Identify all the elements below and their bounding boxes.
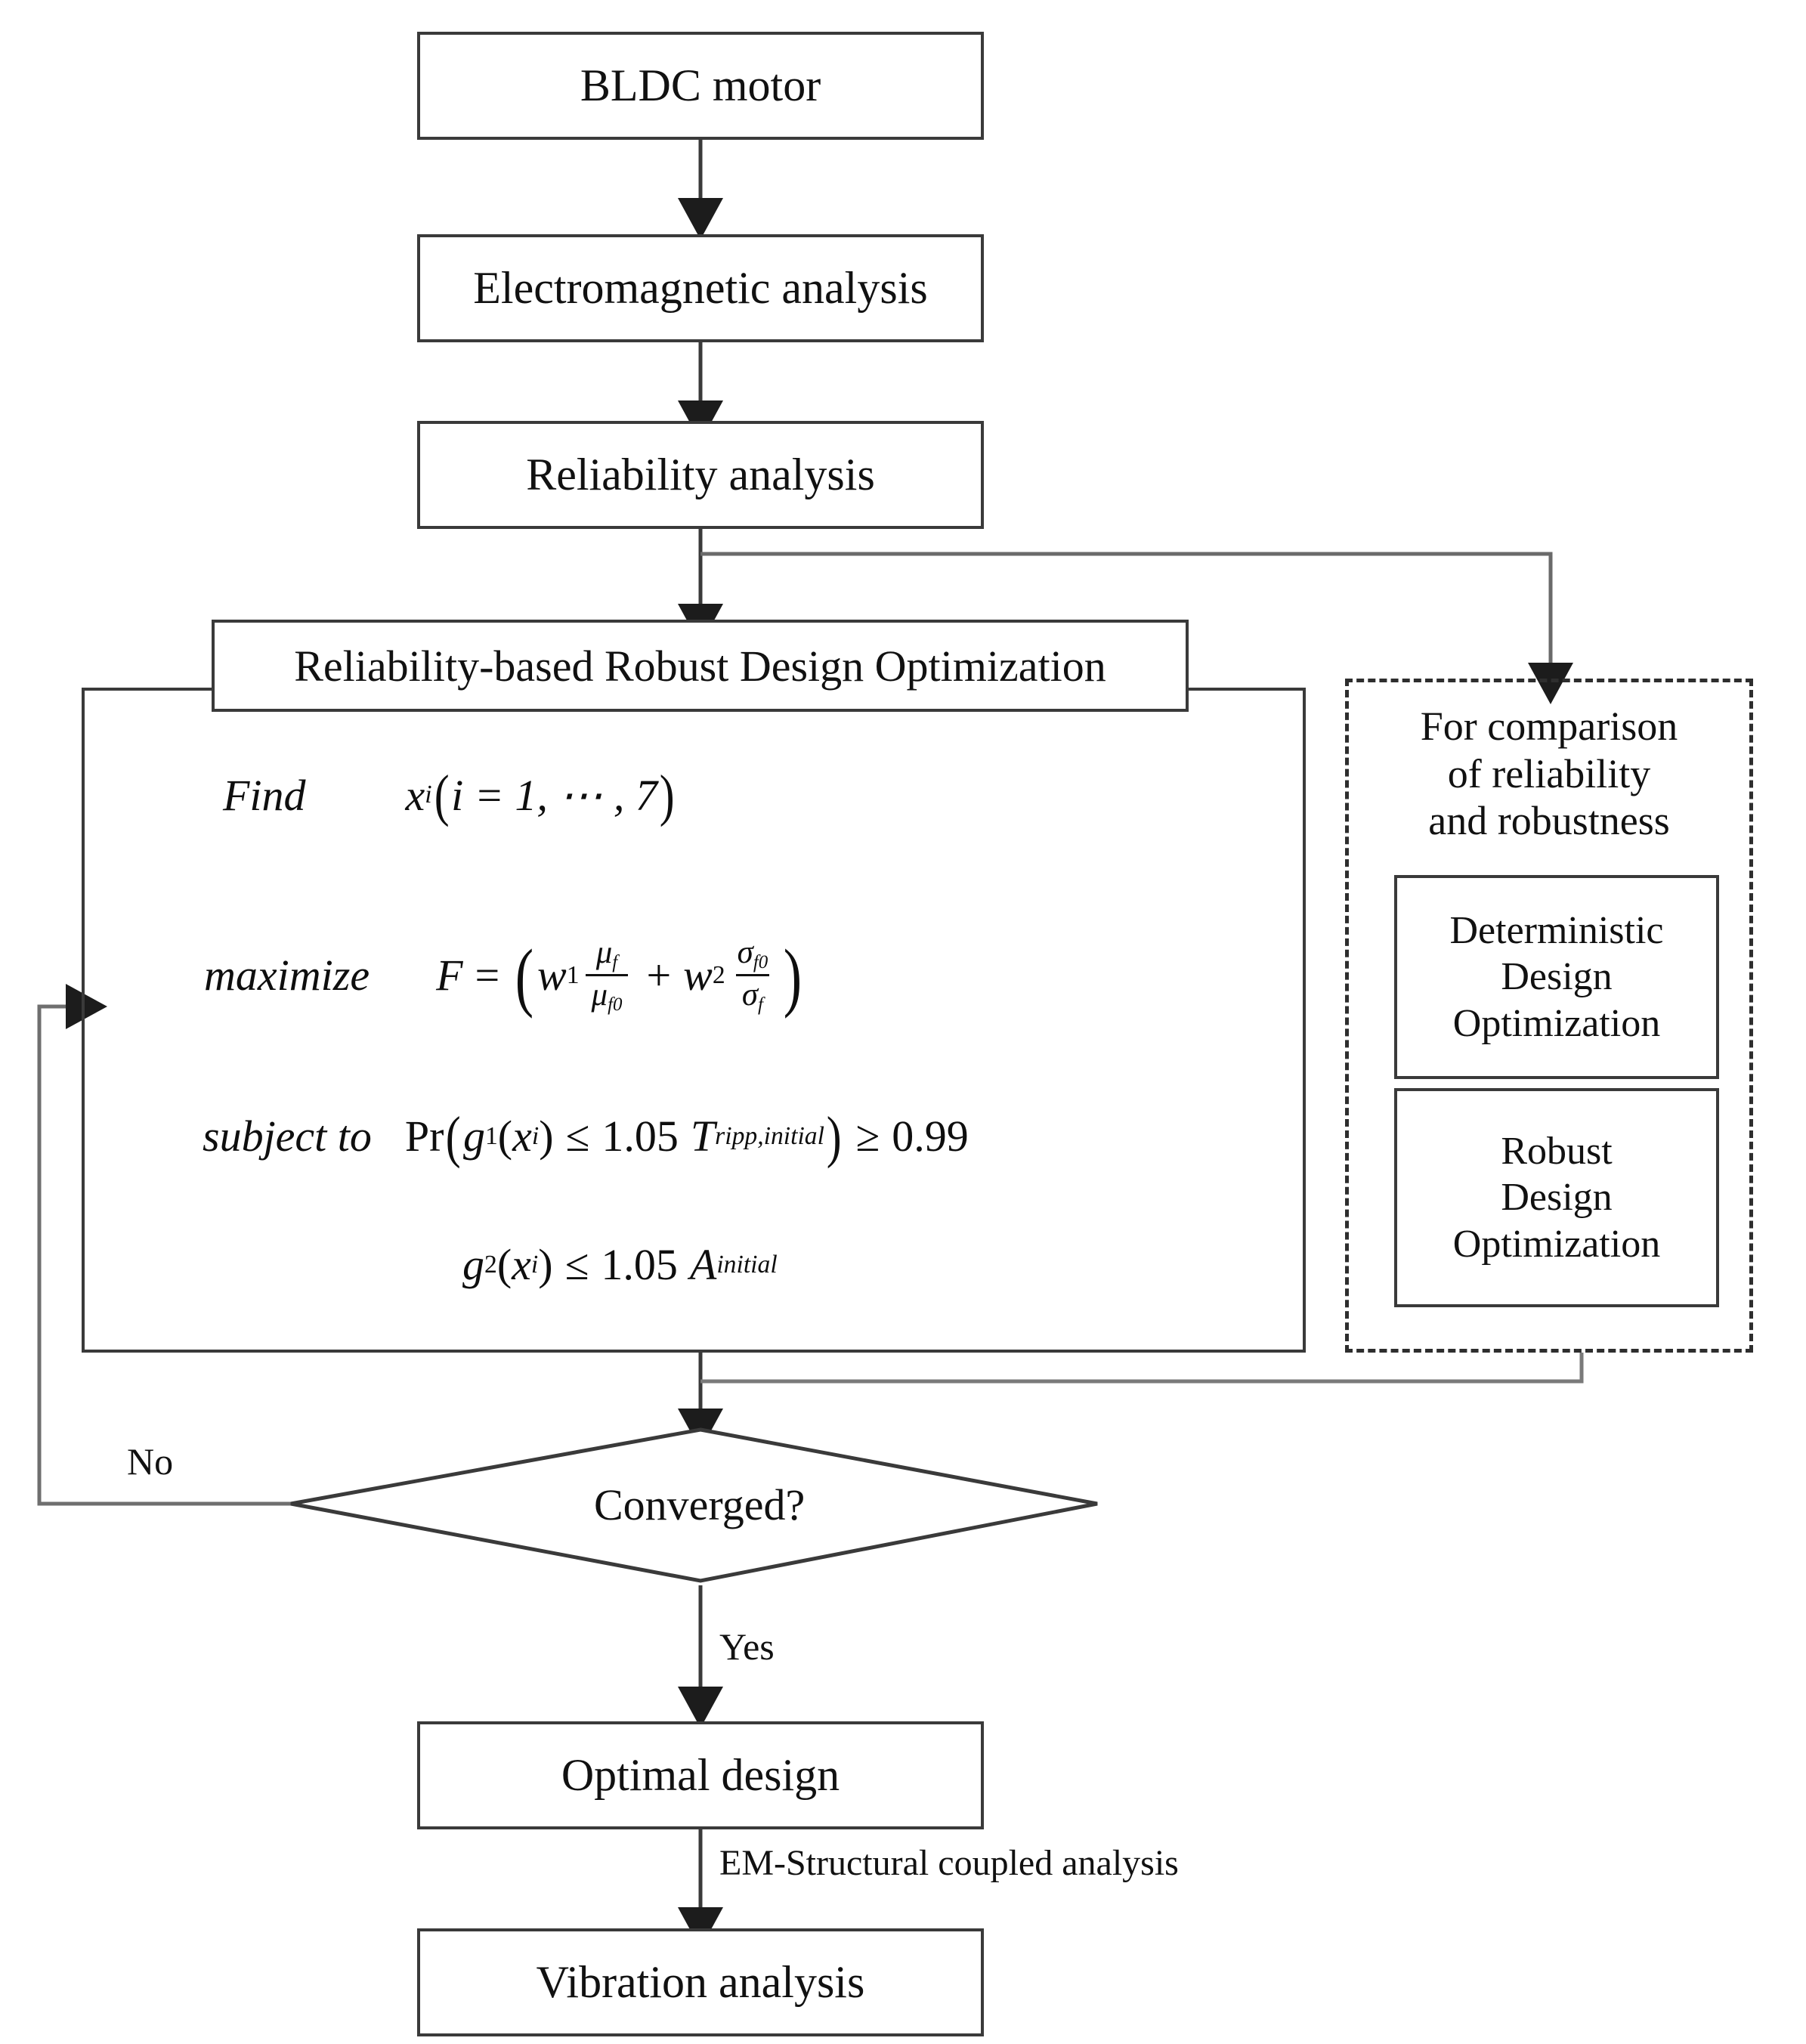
rbdo-find-paren-open: ( xyxy=(434,763,450,828)
edge-comparison-to-converged xyxy=(700,1353,1584,1384)
rbdo-area-limit: A xyxy=(689,1240,717,1289)
rbdo-g1-arg-sub: i xyxy=(531,1121,540,1150)
rdo-line-2: Design xyxy=(1501,1176,1613,1220)
rbdo-weight1: w xyxy=(537,951,567,1000)
ddo-line-3: Optimization xyxy=(1452,1001,1661,1045)
rbdo-sigma-f0-sub: f0 xyxy=(753,951,768,973)
rbdo-sigma-f0: σ xyxy=(737,935,753,970)
edge-label-no: No xyxy=(127,1440,174,1483)
rbdo-find-variable: x xyxy=(405,770,425,820)
node-robust-design-optimization[interactable]: Robust Design Optimization xyxy=(1394,1088,1719,1307)
rbdo-probability: 0.99 xyxy=(892,1112,969,1161)
rbdo-g1: g xyxy=(462,1112,485,1161)
ddo-line-2: Design xyxy=(1501,955,1613,999)
rbdo-sigma-ratio: σf0 σf xyxy=(731,935,775,1015)
node-converged-label: Converged? xyxy=(594,1480,806,1529)
rbdo-ge-operator: ≥ xyxy=(855,1112,880,1161)
node-reliability-analysis-label: Reliability analysis xyxy=(526,449,875,499)
rbdo-factor-2: 1.05 xyxy=(601,1240,678,1289)
node-rbdo-title[interactable]: Reliability-based Robust Design Optimiza… xyxy=(212,620,1189,712)
rbdo-subject-keyword: subject to xyxy=(203,1112,372,1161)
ddo-line-1: Deterministic xyxy=(1449,908,1664,952)
node-bldc-motor-label: BLDC motor xyxy=(580,60,821,110)
rbdo-pr-operator: Pr xyxy=(404,1112,444,1161)
rbdo-threshold: T xyxy=(690,1112,716,1161)
comparison-caption-line-2: of reliability xyxy=(1447,750,1651,796)
rbdo-maximize-equals: = xyxy=(475,951,500,1000)
edge-label-yes: Yes xyxy=(719,1625,775,1668)
rbdo-g2-arg-sub: i xyxy=(530,1250,539,1279)
rbdo-find-variable-sub: i xyxy=(425,781,432,809)
rbdo-objective-symbol: F xyxy=(436,951,463,1000)
rbdo-weight1-sub: 1 xyxy=(566,960,580,989)
rdo-line-3: Optimization xyxy=(1452,1222,1661,1266)
rbdo-le-operator-1: ≤ xyxy=(565,1112,590,1161)
node-electromagnetic-analysis-label: Electromagnetic analysis xyxy=(473,262,928,313)
pr-paren-close-icon: ) xyxy=(826,1104,842,1169)
comparison-caption: For comparison of reliability and robust… xyxy=(1360,703,1738,845)
rbdo-mean-ratio: μf μf0 xyxy=(585,935,629,1016)
rbdo-find-range: i = 1, ⋯ , 7 xyxy=(451,771,657,820)
rbdo-mu-f0: μ xyxy=(591,977,608,1013)
rbdo-sigma-f-sub: f xyxy=(758,994,763,1016)
rbdo-g2-arg: x xyxy=(512,1240,531,1289)
node-electromagnetic-analysis[interactable]: Electromagnetic analysis xyxy=(417,234,984,342)
rbdo-weight2-sub: 2 xyxy=(712,960,725,989)
rbdo-le-operator-2: ≤ xyxy=(564,1240,589,1289)
rbdo-g2-sub: 2 xyxy=(484,1250,497,1279)
rbdo-sigma-f: σ xyxy=(741,977,759,1013)
rbdo-maximize-keyword: maximize xyxy=(204,951,370,1000)
rbdo-g2: g xyxy=(462,1240,484,1289)
edge-label-em-structural-coupled-analysis: EM-Structural coupled analysis xyxy=(719,1843,1179,1883)
node-optimal-design[interactable]: Optimal design xyxy=(417,1721,984,1829)
comparison-region xyxy=(1345,679,1753,1353)
node-bldc-motor[interactable]: BLDC motor xyxy=(417,32,984,140)
rbdo-mu-f-sub: f xyxy=(612,951,618,973)
rbdo-g1-sub: 1 xyxy=(484,1121,498,1150)
paren-open-icon: ( xyxy=(515,934,534,1019)
rbdo-threshold-sub: ripp,initial xyxy=(715,1121,824,1150)
rbdo-area-limit-sub: initial xyxy=(716,1250,778,1279)
comparison-caption-line-1: For comparison xyxy=(1420,703,1678,749)
node-reliability-analysis[interactable]: Reliability analysis xyxy=(417,421,984,529)
rbdo-find-paren-close: ) xyxy=(659,763,675,828)
rdo-line-1: Robust xyxy=(1501,1129,1613,1173)
rbdo-weight2: w xyxy=(683,951,713,1000)
node-vibration-analysis[interactable]: Vibration analysis xyxy=(417,1928,984,2036)
node-vibration-analysis-label: Vibration analysis xyxy=(536,1956,865,2007)
rbdo-find-keyword: Find xyxy=(223,770,306,820)
node-deterministic-design-optimization[interactable]: Deterministic Design Optimization xyxy=(1394,875,1719,1079)
rbdo-plus-operator: + xyxy=(646,951,672,1000)
rbdo-mu-f0-sub: f0 xyxy=(608,994,623,1016)
rbdo-factor-1: 1.05 xyxy=(601,1112,679,1161)
node-rbdo-title-label: Reliability-based Robust Design Optimiza… xyxy=(294,641,1106,691)
rbdo-mu-f: μ xyxy=(595,935,613,970)
node-optimal-design-label: Optimal design xyxy=(561,1749,840,1800)
comparison-caption-line-3: and robustness xyxy=(1428,798,1670,844)
rbdo-g1-arg: x xyxy=(512,1112,532,1161)
paren-close-icon: ) xyxy=(783,934,802,1019)
pr-paren-open-icon: ( xyxy=(446,1104,462,1169)
